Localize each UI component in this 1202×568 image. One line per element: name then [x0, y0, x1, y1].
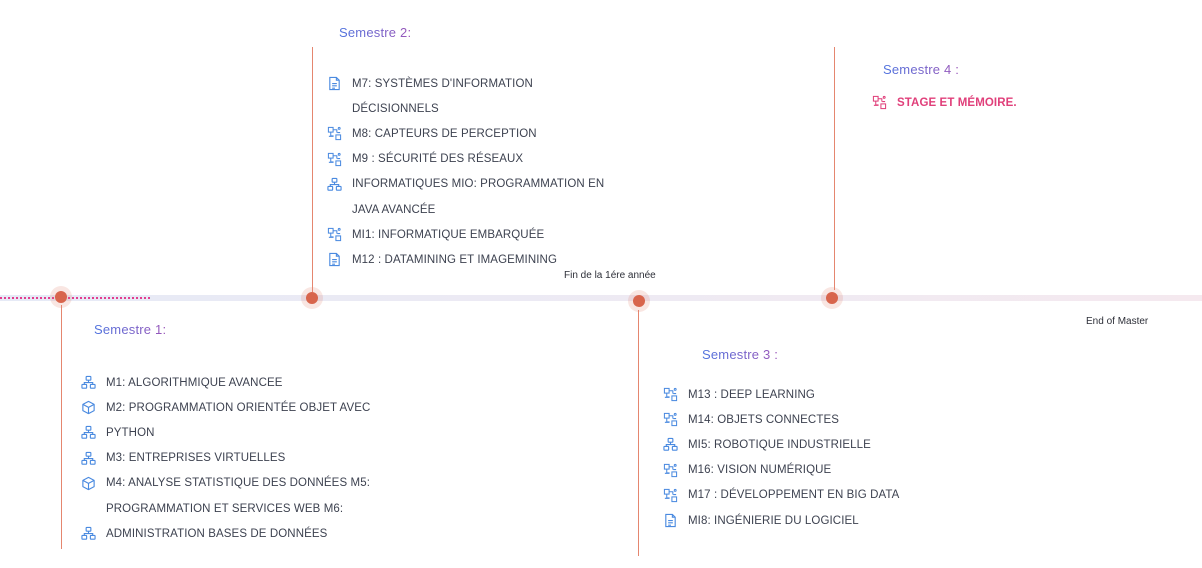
- module-label: DÉCISIONNELS: [352, 102, 439, 115]
- connector-s2: [312, 47, 313, 292]
- network-icon: [80, 375, 96, 391]
- network-icon: [80, 425, 96, 441]
- module-label: M4: ANALYSE STATISTIQUE DES DONNÉES M5:: [106, 477, 370, 490]
- semester-1-modules: M1: ALGORITHMIQUE AVANCEE M2: PROGRAMMATI…: [80, 370, 370, 546]
- timeline-track: [0, 295, 1202, 301]
- network-icon: [80, 450, 96, 466]
- timeline-node-s3: [628, 290, 650, 312]
- semester-3-modules: M13 : DEEP LEARNING M14: OBJETS CONNECTES…: [662, 382, 899, 533]
- module-label: MI5: ROBOTIQUE INDUSTRIELLE: [688, 438, 871, 451]
- circuit-icon: [326, 126, 342, 142]
- module-item: M3: ENTREPRISES VIRTUELLES: [80, 446, 370, 471]
- connector-s3: [638, 310, 639, 556]
- module-label: M8: CAPTEURS DE PERCEPTION: [352, 127, 537, 140]
- timeline-dotted-start: [0, 297, 150, 299]
- semester-2-title: Semestre 2:: [339, 25, 412, 40]
- module-item: INFORMATIQUES MIO: PROGRAMMATION EN: [326, 172, 604, 197]
- timeline-node-s1: [50, 286, 72, 308]
- module-item: M13 : DEEP LEARNING: [662, 382, 899, 407]
- module-item: MI5: ROBOTIQUE INDUSTRIELLE: [662, 432, 899, 457]
- module-item: M1: ALGORITHMIQUE AVANCEE: [80, 370, 370, 395]
- module-label: M7: SYSTÈMES D'INFORMATION: [352, 77, 533, 90]
- module-label: M2: PROGRAMMATION ORIENTÉE OBJET AVEC: [106, 401, 371, 414]
- timeline-node-s4: [821, 287, 843, 309]
- module-item: PYTHON: [80, 420, 370, 445]
- module-item: M16: VISION NUMÉRIQUE: [662, 458, 899, 483]
- module-label: M1: ALGORITHMIQUE AVANCEE: [106, 376, 283, 389]
- module-label: ADMINISTRATION BASES DE DONNÉES: [106, 527, 328, 540]
- semester-2-modules: M7: SYSTÈMES D'INFORMATION DÉCISIONNELS M8…: [326, 71, 604, 273]
- module-label: JAVA AVANCÉE: [352, 203, 436, 216]
- circuit-icon: [662, 487, 678, 503]
- module-label: PYTHON: [106, 426, 155, 439]
- module-label: PROGRAMMATION ET SERVICES WEB M6:: [106, 502, 344, 515]
- circuit-icon: [326, 151, 342, 167]
- network-icon: [80, 526, 96, 542]
- end-of-first-year-label: Fin de la 1ére année: [564, 270, 656, 281]
- document-icon: [326, 76, 342, 92]
- module-label: M12 : DATAMINING ET IMAGEMINING: [352, 253, 558, 266]
- timeline-node-s2: [301, 287, 323, 309]
- semester-3-title: Semestre 3 :: [702, 347, 779, 362]
- module-label: M9 : SÉCURITÉ DES RÉSEAUX: [352, 153, 524, 166]
- connector-s1: [61, 305, 62, 549]
- module-label: MI8: INGÉNIERIE DU LOGICIEL: [688, 514, 859, 527]
- module-label: INFORMATIQUES MIO: PROGRAMMATION EN: [352, 178, 605, 191]
- document-icon: [326, 252, 342, 268]
- document-icon: [662, 513, 678, 529]
- semester-4-title: Semestre 4 :: [883, 62, 960, 77]
- module-item: M17 : DÉVELOPPEMENT EN BIG DATA: [662, 483, 899, 508]
- module-label: M13 : DEEP LEARNING: [688, 388, 815, 401]
- circuit-icon: [662, 412, 678, 428]
- module-item: PROGRAMMATION ET SERVICES WEB M6:: [80, 496, 370, 521]
- module-item: M9 : SÉCURITÉ DES RÉSEAUX: [326, 147, 604, 172]
- connector-s4: [834, 47, 835, 290]
- cube-icon: [80, 475, 96, 491]
- module-label: M3: ENTREPRISES VIRTUELLES: [106, 452, 286, 465]
- module-item: M4: ANALYSE STATISTIQUE DES DONNÉES M5:: [80, 471, 370, 496]
- module-item: M12 : DATAMINING ET IMAGEMINING: [326, 247, 604, 272]
- module-label: STAGE ET MÉMOIRE.: [897, 96, 1017, 109]
- module-label: M17 : DÉVELOPPEMENT EN BIG DATA: [688, 489, 900, 502]
- cube-icon: [80, 400, 96, 416]
- module-item: JAVA AVANCÉE: [326, 197, 604, 222]
- module-item: M7: SYSTÈMES D'INFORMATION: [326, 71, 604, 96]
- circuit-icon: [662, 387, 678, 403]
- module-item: M2: PROGRAMMATION ORIENTÉE OBJET AVEC: [80, 395, 370, 420]
- module-item: M8: CAPTEURS DE PERCEPTION: [326, 121, 604, 146]
- circuit-icon: [871, 95, 887, 111]
- network-icon: [662, 437, 678, 453]
- network-icon: [326, 176, 342, 192]
- module-item: ADMINISTRATION BASES DE DONNÉES: [80, 521, 370, 546]
- circuit-icon: [662, 462, 678, 478]
- module-label: M16: VISION NUMÉRIQUE: [688, 464, 832, 477]
- semester-1-title: Semestre 1:: [94, 322, 167, 337]
- module-item: M14: OBJETS CONNECTES: [662, 407, 899, 432]
- module-item: MI1: INFORMATIQUE EMBARQUÉE: [326, 222, 604, 247]
- module-label: M14: OBJETS CONNECTES: [688, 413, 839, 426]
- semester-4-modules: STAGE ET MÉMOIRE.: [871, 90, 1017, 115]
- module-item: MI8: INGÉNIERIE DU LOGICIEL: [662, 508, 899, 533]
- module-item: DÉCISIONNELS: [326, 96, 604, 121]
- circuit-icon: [326, 227, 342, 243]
- module-item: STAGE ET MÉMOIRE.: [871, 90, 1017, 115]
- end-of-master-label: End of Master: [1086, 316, 1149, 327]
- module-label: MI1: INFORMATIQUE EMBARQUÉE: [352, 228, 545, 241]
